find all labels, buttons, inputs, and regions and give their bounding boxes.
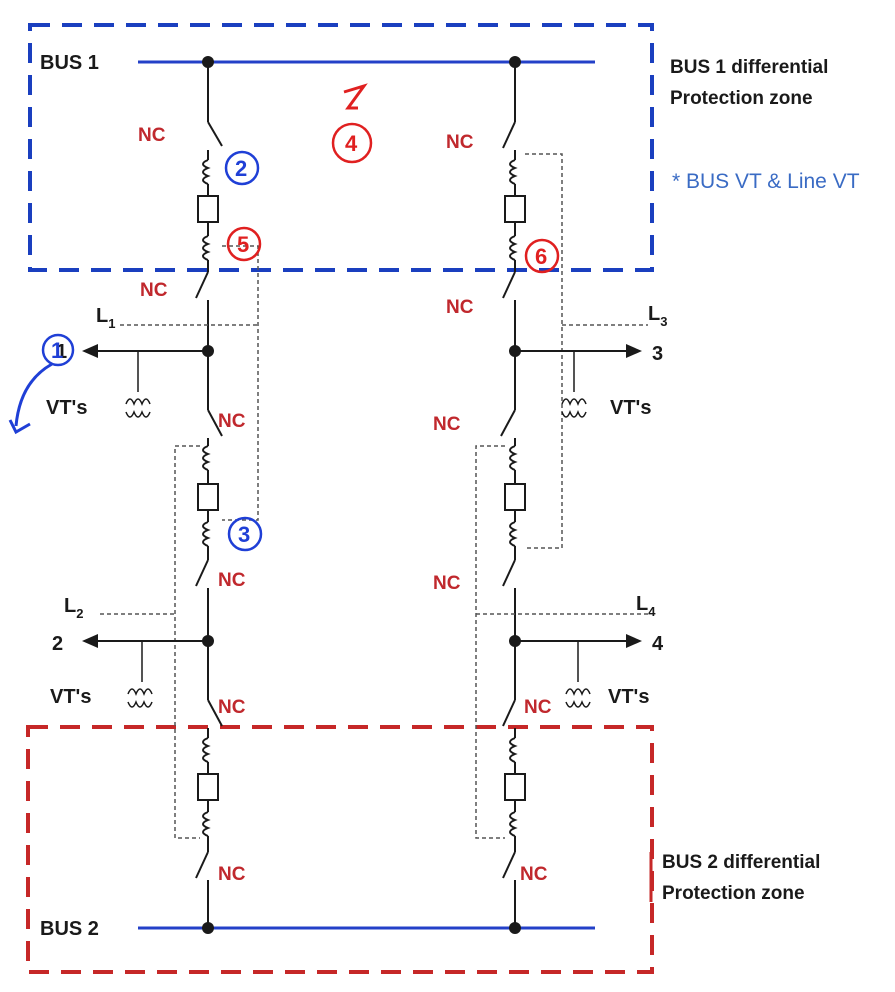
feeder-2 xyxy=(82,634,214,682)
bus1-label: BUS 1 xyxy=(40,52,99,74)
switch-nc-right-1 xyxy=(502,121,516,149)
nc-label: NC xyxy=(433,573,461,594)
bus1-protection-zone xyxy=(28,23,654,272)
vt-symbol-icon xyxy=(565,688,591,708)
vt-symbol-icon xyxy=(127,688,153,708)
bus1-zone-caption-line1: BUS 1 differential xyxy=(670,57,828,78)
annotation-number-2: 2 xyxy=(235,156,247,181)
arrow-right-icon xyxy=(626,344,642,358)
bus2-label: BUS 2 xyxy=(40,918,99,940)
nc-label: NC xyxy=(218,570,246,591)
vt-label-right-upper: VT's xyxy=(610,397,651,419)
ct-secondary-dashed-wiring xyxy=(100,153,650,839)
annotation-circle-3 xyxy=(227,516,263,552)
switch-nc-right-6 xyxy=(502,851,516,879)
feeder-1-label: 1 xyxy=(56,341,67,363)
breaker-right-1 xyxy=(504,195,526,223)
annotation-circle-4 xyxy=(331,122,373,164)
line-label-l2: L2 xyxy=(64,595,83,621)
switch-nc-right-2 xyxy=(502,271,516,299)
ct-icon xyxy=(202,737,211,763)
switch-nc-right-3 xyxy=(500,409,516,437)
annotation-number-5: 5 xyxy=(237,232,249,257)
vt-label-left-lower: VT's xyxy=(50,686,91,708)
switch-nc-left-1 xyxy=(207,121,223,147)
breaker-left-3 xyxy=(197,773,219,801)
nc-label: NC xyxy=(218,411,246,432)
feeder-4-label: 4 xyxy=(652,633,664,655)
annotation-number-1: 1 xyxy=(51,338,63,363)
switch-nc-left-6 xyxy=(195,851,209,879)
switch-nc-right-4 xyxy=(502,559,516,587)
line-label-l1: L1 xyxy=(96,305,115,331)
zigzag-arrow-icon xyxy=(343,83,368,110)
bus1-zone-caption-line2: Protection zone xyxy=(670,88,813,109)
arrow-left-icon xyxy=(82,634,98,648)
feeder-4 xyxy=(509,634,642,682)
left-feeder-chain xyxy=(195,62,223,928)
switch-nc-left-3 xyxy=(207,409,223,437)
curved-arrow-icon xyxy=(14,362,53,427)
vt-symbol-icon xyxy=(561,398,587,418)
annotation-number-3: 3 xyxy=(238,522,250,547)
annotation-number-4: 4 xyxy=(345,131,358,156)
vt-note: * BUS VT & Line VT xyxy=(672,170,860,193)
nc-label: NC xyxy=(446,297,474,318)
ct-icon xyxy=(202,521,211,547)
annotation-circle-6 xyxy=(524,238,560,274)
line-label-l4: L4 xyxy=(636,593,656,619)
nc-label: NC xyxy=(433,414,461,435)
ct-icon xyxy=(509,811,518,837)
breaker-left-1 xyxy=(197,195,219,223)
annotation-circle-1 xyxy=(8,333,75,435)
vt-label-right-lower: VT's xyxy=(608,686,649,708)
switch-nc-left-4 xyxy=(195,559,209,587)
feeder-3-label: 3 xyxy=(652,343,663,365)
breaker-right-3 xyxy=(504,773,526,801)
bus2-protection-zone xyxy=(26,725,654,974)
right-feeder-chain xyxy=(500,62,526,928)
feeder-3 xyxy=(509,344,642,392)
bus2-zone-caption-line1: BUS 2 differential xyxy=(662,852,820,873)
ct-icon xyxy=(509,445,518,471)
annotation-circle-2 xyxy=(224,150,260,186)
breaker-left-2 xyxy=(197,483,219,511)
ct-icon xyxy=(202,811,211,837)
vt-label-left-upper: VT's xyxy=(46,397,87,419)
annotation-number-6: 6 xyxy=(535,244,547,269)
ct-icon xyxy=(509,521,518,547)
nc-label: NC xyxy=(218,697,246,718)
feeder-1 xyxy=(82,344,214,392)
ct-icon xyxy=(509,737,518,763)
ct-icon xyxy=(202,235,211,261)
switch-nc-left-2 xyxy=(195,271,209,299)
switch-nc-left-5 xyxy=(207,699,223,727)
nc-label: NC xyxy=(218,864,246,885)
nc-label: NC xyxy=(446,132,474,153)
ct-icon xyxy=(202,445,211,471)
ct-icon xyxy=(509,159,518,185)
switch-nc-right-5 xyxy=(502,699,516,727)
ct-icon xyxy=(202,159,211,185)
vt-symbol-icon xyxy=(125,398,151,418)
arrow-left-icon xyxy=(82,344,98,358)
annotation-circle-5 xyxy=(226,226,262,262)
nc-label: NC xyxy=(520,864,548,885)
feeder-2-label: 2 xyxy=(52,633,63,655)
line-label-l3: L3 xyxy=(648,303,667,329)
ct-icon xyxy=(509,235,518,261)
breaker-right-2 xyxy=(504,483,526,511)
nc-label: NC xyxy=(138,125,166,146)
nc-label: NC xyxy=(140,280,168,301)
bus2-zone-caption-line2: Protection zone xyxy=(662,883,805,904)
nc-label: NC xyxy=(524,697,552,718)
arrow-right-icon xyxy=(626,634,642,648)
